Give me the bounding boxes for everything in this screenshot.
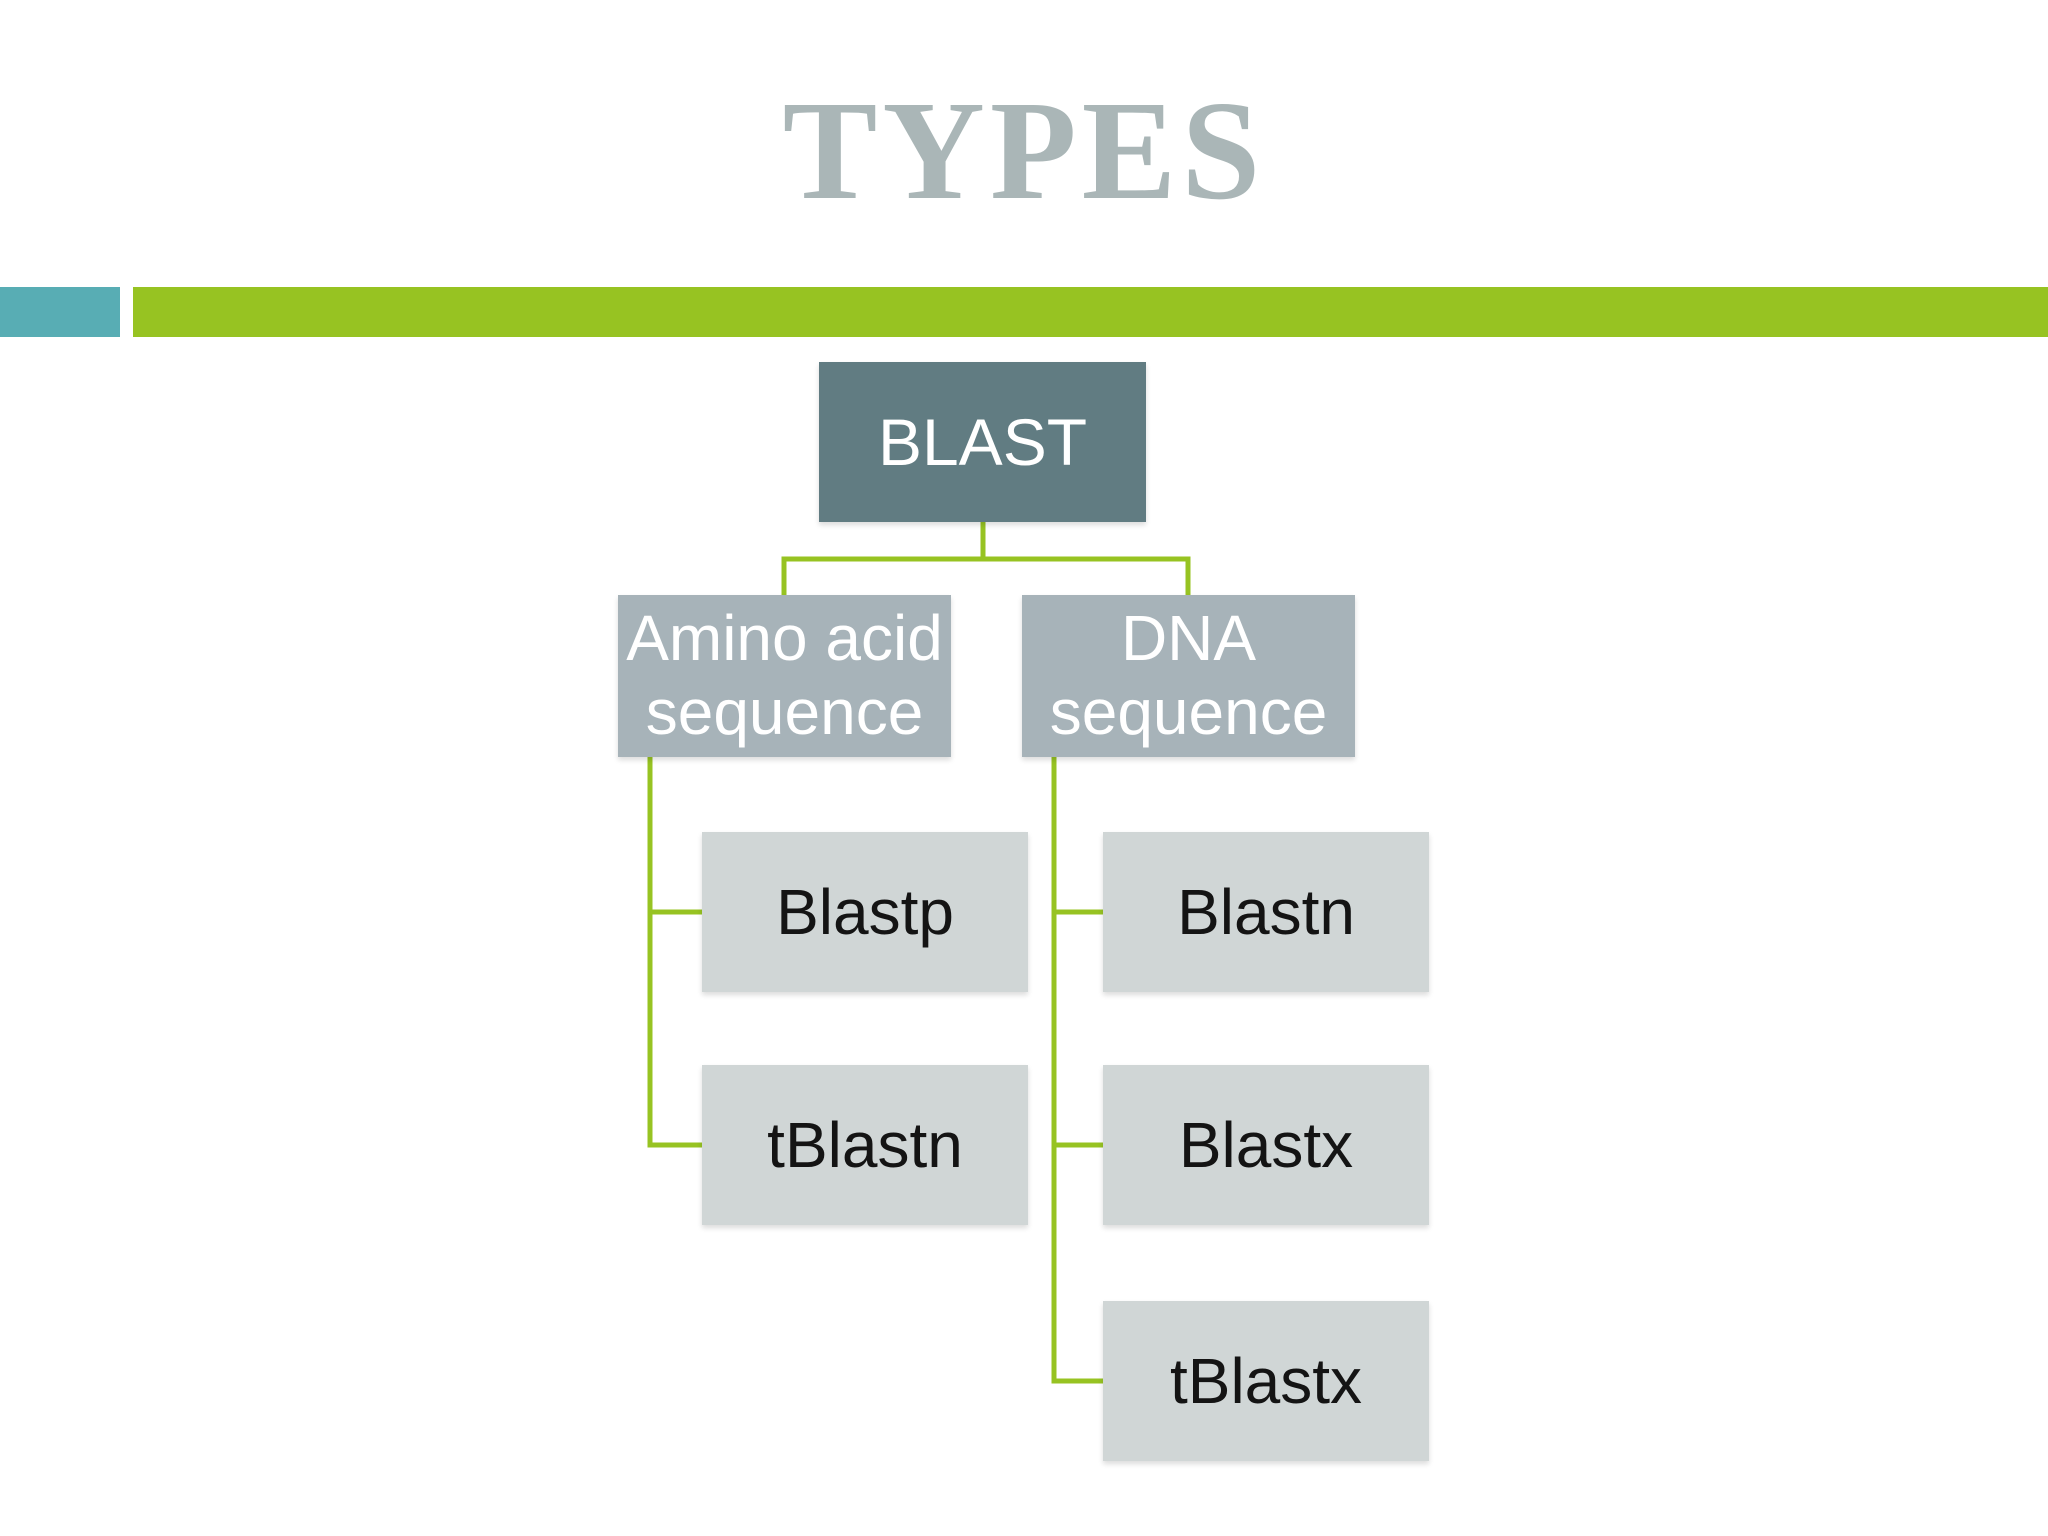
node-tblastn-label: tBlastn xyxy=(767,1109,963,1181)
node-blastp-label: Blastp xyxy=(776,876,954,948)
root-connector xyxy=(781,522,1191,597)
amino-acid-branch-connector xyxy=(647,757,702,1148)
node-blastn-label: Blastn xyxy=(1177,876,1355,948)
dna-branch-connector xyxy=(1051,757,1103,1384)
node-blastn: Blastn xyxy=(1103,832,1429,992)
node-tblastx: tBlastx xyxy=(1103,1301,1429,1461)
slide-title: TYPES xyxy=(782,71,1266,229)
node-blastp: Blastp xyxy=(702,832,1028,992)
node-blastx: Blastx xyxy=(1103,1065,1429,1225)
node-blast-label: BLAST xyxy=(877,405,1088,479)
node-amino-acid-sequence-label: Amino acid sequence xyxy=(626,602,943,748)
node-blast: BLAST xyxy=(819,362,1146,522)
node-tblastn: tBlastn xyxy=(702,1065,1028,1225)
node-dna-sequence-label: DNA sequence xyxy=(1049,602,1328,748)
node-blastx-label: Blastx xyxy=(1178,1109,1354,1181)
teal-accent-square xyxy=(0,287,120,337)
green-accent-bar xyxy=(133,287,2048,337)
node-amino-acid-sequence: Amino acid sequence xyxy=(618,595,951,757)
node-tblastx-label: tBlastx xyxy=(1169,1345,1363,1417)
node-dna-sequence: DNA sequence xyxy=(1022,595,1355,757)
